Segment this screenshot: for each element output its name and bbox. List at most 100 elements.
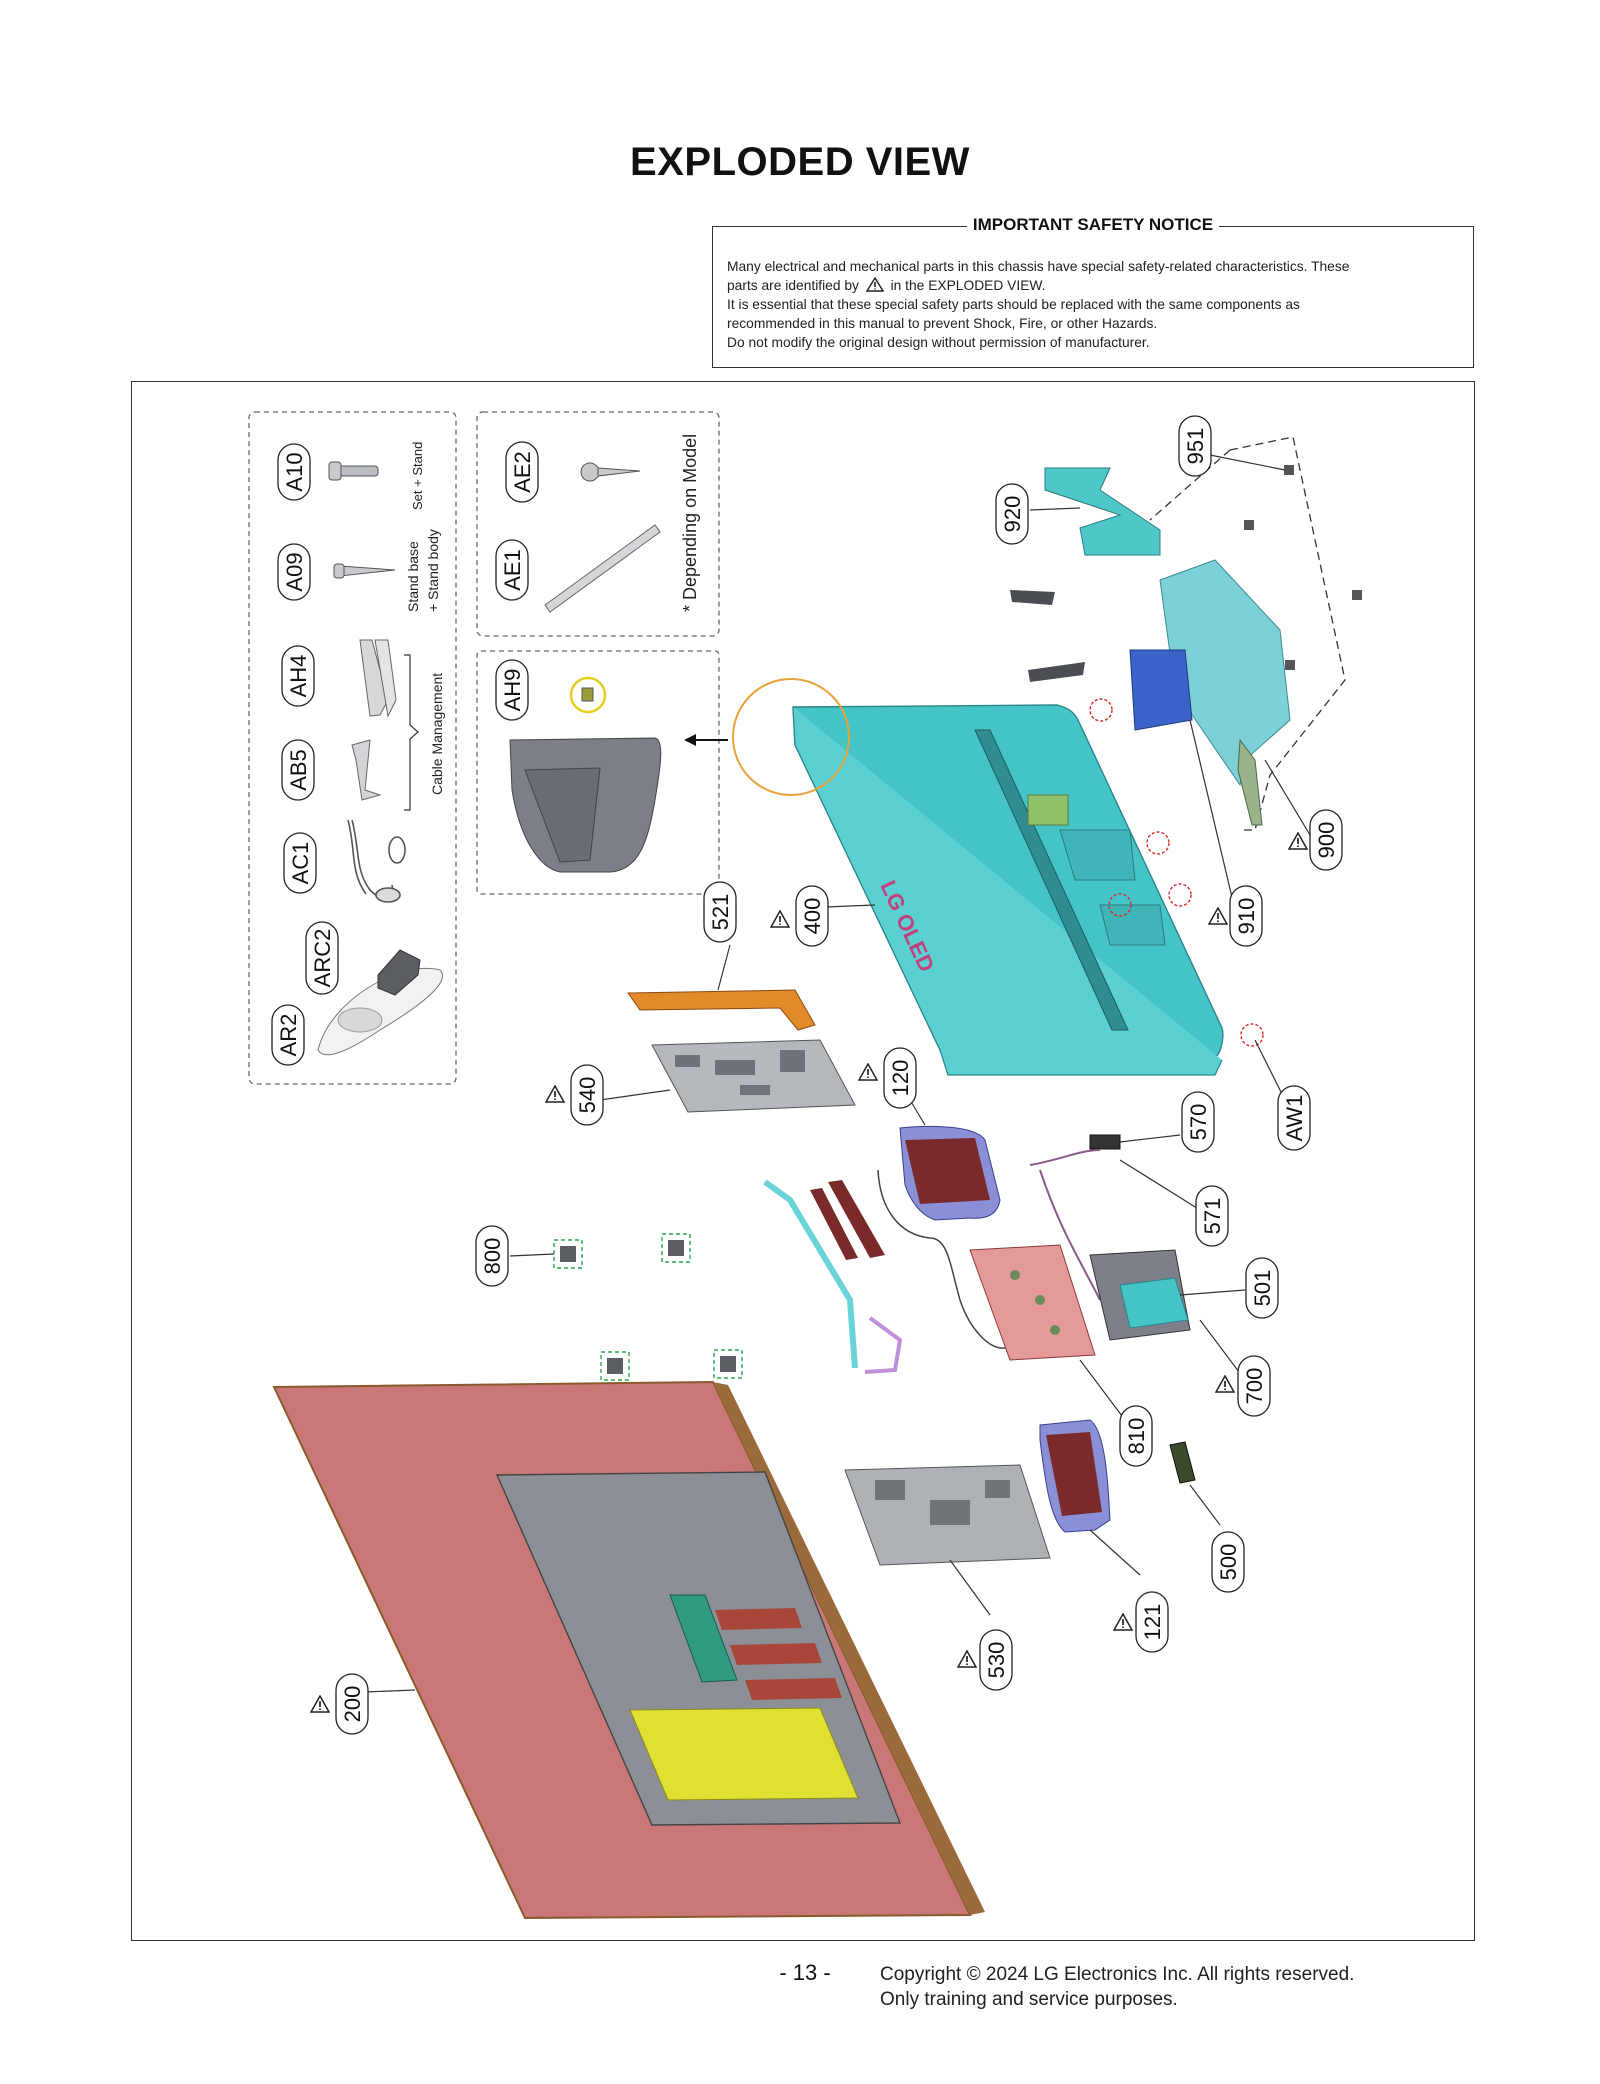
stand-neck-900 <box>1237 738 1263 826</box>
label-571: 571 <box>1195 1185 1229 1247</box>
copyright-line-2: Only training and service purposes. <box>880 1989 1178 2010</box>
accessory-box-ae <box>476 411 720 637</box>
label-a09: A09 <box>277 543 311 601</box>
label-900: 900 <box>1309 809 1343 871</box>
panel-yellow-plate <box>629 1707 859 1801</box>
label-530: 530 <box>979 1629 1013 1691</box>
rear-cover-jack <box>1059 829 1136 881</box>
svg-text:810: 810 <box>1124 1418 1149 1455</box>
label-800: 800 <box>475 1225 509 1287</box>
stand-pad-1 <box>1284 465 1294 475</box>
note-depending-on-model: * Depending on Model <box>680 434 700 612</box>
note-set-stand: Set + Stand <box>410 442 425 510</box>
label-910: 910 <box>1229 885 1263 947</box>
svg-text:A10: A10 <box>282 452 307 491</box>
note-cable-management: Cable Management <box>429 673 445 795</box>
svg-text:AE1: AE1 <box>500 549 525 591</box>
safety-notice-title: IMPORTANT SAFETY NOTICE <box>966 215 1220 234</box>
module-500 <box>1169 1441 1196 1484</box>
page-title: EXPLODED VIEW <box>630 140 970 184</box>
svg-text:530: 530 <box>984 1642 1009 1679</box>
label-ah4: AH4 <box>281 645 315 707</box>
label-920: 920 <box>995 483 1029 545</box>
label-540: 540 <box>570 1064 604 1126</box>
main-board-components <box>675 1050 805 1095</box>
clip-ah4 <box>359 639 397 718</box>
label-ae2: AE2 <box>505 441 539 503</box>
note-stand-base: Stand base <box>405 541 421 612</box>
speaker-wire-120 <box>877 1169 1006 1349</box>
page-number: - 13 - <box>779 1960 831 1985</box>
copyright: Copyright © 2024 LG Electronics Inc. All… <box>880 1962 1354 2012</box>
speaker-121-front <box>1046 1432 1102 1516</box>
holder-ab5 <box>351 739 382 801</box>
speaker-120-front <box>905 1138 990 1204</box>
note-stand-body: + Stand body <box>425 529 441 612</box>
label-951: 951 <box>1178 415 1212 477</box>
label-200: 200 <box>335 1673 369 1735</box>
rear-cover-jack-2 <box>1099 904 1166 946</box>
svg-text:521: 521 <box>708 894 733 931</box>
svg-text:951: 951 <box>1183 428 1208 465</box>
svg-text:AH4: AH4 <box>286 655 311 698</box>
stand-bracket-910 <box>1129 649 1193 731</box>
svg-text:AC1: AC1 <box>288 842 313 885</box>
svg-text:120: 120 <box>888 1060 913 1097</box>
notice-line-2a: parts are identified by <box>727 278 859 293</box>
label-ab5: AB5 <box>281 739 315 801</box>
label-aw1: AW1 <box>1277 1085 1311 1151</box>
screw-ae2 <box>580 462 641 482</box>
label-ar2: AR2 <box>271 1004 305 1066</box>
cable-guide-521 <box>627 989 816 1031</box>
svg-text:ARC2: ARC2 <box>310 929 335 988</box>
detail-callout-circle <box>732 678 850 796</box>
svg-text:540: 540 <box>575 1077 600 1114</box>
remote-ar2 <box>317 968 443 1056</box>
rear-cover-vent <box>974 729 1129 1031</box>
label-ac1: AC1 <box>283 832 317 894</box>
accessory-box-ah9 <box>476 650 720 895</box>
ffc-plate-2 <box>828 1180 885 1258</box>
svg-text:AE2: AE2 <box>510 451 535 493</box>
svg-text:501: 501 <box>1250 1270 1275 1307</box>
notice-line-2b: in the EXPLODED VIEW. <box>890 278 1046 293</box>
stand-outline-dashed <box>1149 436 1346 831</box>
svg-text:900: 900 <box>1314 822 1339 859</box>
safety-notice-title-wrap: IMPORTANT SAFETY NOTICE <box>713 215 1473 235</box>
clips-800-parts <box>560 1240 736 1374</box>
safety-notice-body: Many electrical and mechanical parts in … <box>727 257 1459 352</box>
svg-text:200: 200 <box>340 1686 365 1723</box>
label-500: 500 <box>1211 1531 1245 1593</box>
leader-lines <box>364 454 1311 1693</box>
cable-ac1 <box>347 819 406 903</box>
copyright-line-1: Copyright © 2024 LG Electronics Inc. All… <box>880 1964 1355 1985</box>
svg-text:AW1: AW1 <box>1282 1095 1307 1142</box>
notice-line-3: It is essential that these special safet… <box>727 297 1300 312</box>
screw-a10 <box>328 461 379 481</box>
rear-cover-edge <box>792 706 1223 1076</box>
screw-a09 <box>333 563 396 579</box>
label-120: 120 <box>883 1047 917 1109</box>
svg-text:121: 121 <box>1140 1604 1165 1641</box>
svg-text:700: 700 <box>1242 1368 1267 1405</box>
label-a10: A10 <box>277 443 311 501</box>
stand-pad-3 <box>1352 590 1362 600</box>
accessory-box-left <box>248 411 457 1085</box>
label-400: 400 <box>795 885 829 947</box>
ir-cable-571 <box>1029 1149 1101 1301</box>
svg-text:571: 571 <box>1200 1198 1225 1235</box>
notice-line-1: Many electrical and mechanical parts in … <box>727 259 1350 274</box>
clips-800 <box>553 1233 743 1381</box>
lvds-cable <box>763 1179 858 1369</box>
svg-text:400: 400 <box>800 898 825 935</box>
stand-clip-1 <box>1010 590 1055 605</box>
svg-text:920: 920 <box>1000 496 1025 533</box>
strip-ae1 <box>544 524 661 613</box>
diagram-frame <box>131 381 1475 1941</box>
cable-management-brace <box>404 654 419 811</box>
panel-heat-strips <box>715 1608 842 1700</box>
stand-pad-4 <box>1285 660 1295 670</box>
label-810: 810 <box>1119 1405 1153 1467</box>
svg-text:A09: A09 <box>282 552 307 591</box>
